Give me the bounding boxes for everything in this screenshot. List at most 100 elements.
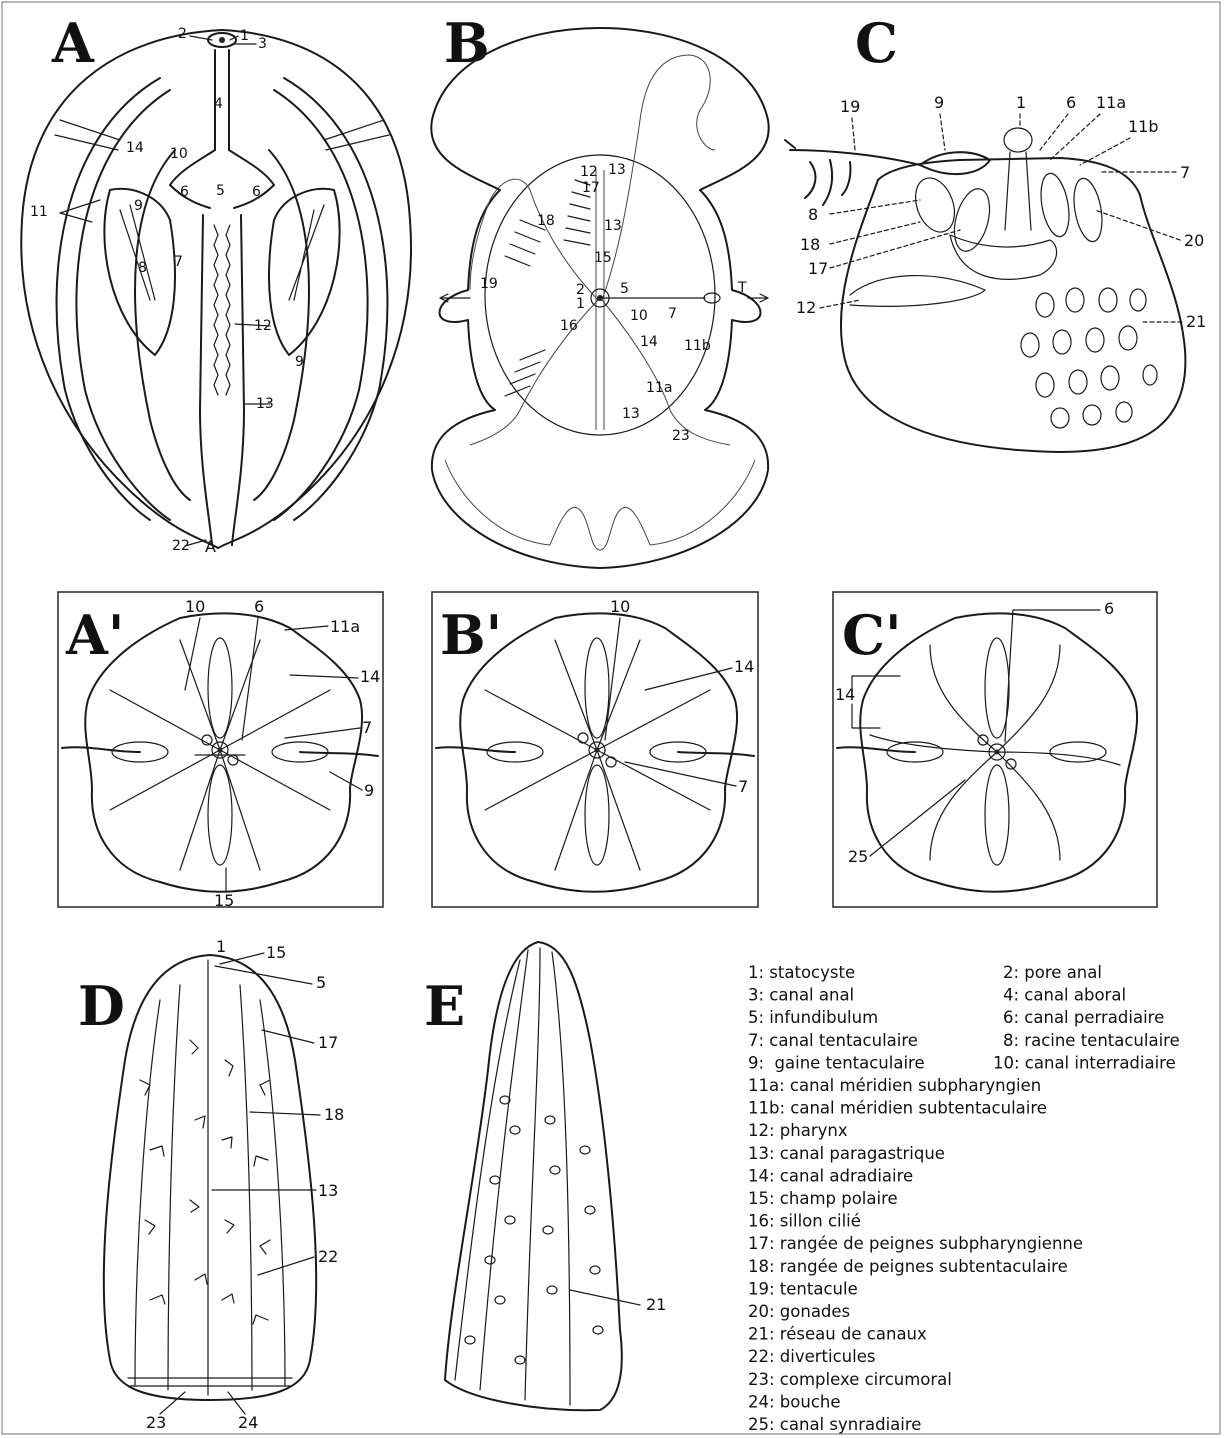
panel-b-prime: B' 10 14 7	[432, 592, 758, 907]
legend-item-1: 1: statocyste	[748, 963, 855, 982]
panel-a-prime-label-7: 7	[362, 718, 372, 737]
panel-a-letter: A	[51, 11, 95, 75]
panel-a-prime-label-9: 9	[364, 781, 374, 800]
panel-a-label-10: 10	[170, 146, 188, 162]
panel-c-gonad-2	[1070, 176, 1107, 244]
panel-d-diverticula	[140, 1040, 270, 1324]
panel-b-lobes-lower	[445, 460, 755, 550]
panel-d-circumoral-complex	[128, 1378, 292, 1386]
legend-item-19: 19: tentacule	[748, 1279, 858, 1298]
panel-b-label-13-bottom: 13	[622, 406, 640, 422]
legend-item-13: 13: canal paragastrique	[748, 1144, 945, 1163]
panel-c-label-12: 12	[796, 298, 816, 317]
panel-c-prime-label-6: 6	[1104, 599, 1114, 618]
panel-b-label-10: 10	[630, 308, 648, 324]
panel-a-label-6-left: 6	[180, 184, 189, 200]
panel-c-aboral-stem	[1005, 152, 1031, 230]
panel-a-pharynx-fold	[214, 225, 230, 395]
panel-b-prime-label-7: 7	[738, 777, 748, 796]
panel-b-prime-pharynx-lower	[585, 765, 609, 865]
panel-b-label-19: 19	[480, 276, 498, 292]
panel-b-label-5: 5	[620, 281, 629, 297]
legend-item-5: 5: infundibulum	[748, 1008, 878, 1027]
panel-a-label-4: 4	[214, 96, 223, 112]
legend-item-8: 8: racine tentaculaire	[1003, 1031, 1180, 1050]
panel-a-meridional-canals-left	[57, 78, 190, 520]
legend-item-22: 22: diverticules	[748, 1347, 875, 1366]
panel-c-gonad-1	[1037, 171, 1074, 239]
panel-b: B 12 13 17 18 15 19 2 1 5 10 16 7 T 14 1…	[431, 11, 768, 568]
panel-d: D 1 15 5 17 18 13 22 23 24	[78, 937, 344, 1432]
panel-a-label-6-right: 6	[252, 184, 261, 200]
panel-a-statocyst-center	[219, 37, 225, 43]
panel-c-prime: C' 6 14 25	[833, 592, 1157, 907]
panel-b-label-14: 14	[640, 334, 658, 350]
legend-item-7: 7: canal tentaculaire	[748, 1031, 918, 1050]
panel-a: A 2 1 3 4 5 6 6 14 10 11 9 7 8 12 9 13 2…	[21, 11, 411, 556]
legend-item-16: 16: sillon cilié	[748, 1212, 861, 1231]
panel-c-tentacle	[785, 140, 920, 205]
panel-c-label-20: 20	[1184, 231, 1204, 250]
panel-c-body-outline	[841, 158, 1185, 452]
panel-c-label-6: 6	[1066, 93, 1076, 112]
panel-e-label-21: 21	[646, 1295, 666, 1314]
panel-b-label-15: 15	[594, 250, 612, 266]
panel-c-label-1: 1	[1016, 93, 1026, 112]
panel-c-letter: C	[855, 11, 898, 75]
panel-b-label-23: 23	[672, 428, 690, 444]
legend-item-3: 3: canal anal	[748, 986, 854, 1005]
panel-a-label-5: 5	[216, 183, 225, 199]
legend-item-20: 20: gonades	[748, 1302, 850, 1321]
panel-b-label-16: 16	[560, 318, 578, 334]
panel-b-label-12: 12	[580, 164, 598, 180]
panel-d-label-1: 1	[216, 937, 226, 956]
legend-item-25: 25: canal synradiaire	[748, 1415, 921, 1434]
panel-b-label-7: 7	[668, 306, 677, 322]
legend-item-4: 4: canal aboral	[1003, 986, 1126, 1005]
panel-a-aboral-canal	[170, 50, 274, 185]
panel-a-label-14: 14	[126, 140, 144, 156]
panel-a-prime-label-14: 14	[360, 667, 380, 686]
panel-b-label-13-top: 13	[608, 162, 626, 178]
panel-a-label-3: 3	[258, 36, 267, 52]
panel-d-label-5: 5	[316, 973, 326, 992]
panel-b-prime-canals	[485, 640, 710, 870]
panel-a-label-2: 2	[178, 26, 187, 42]
panel-a-prime-label-10: 10	[185, 597, 205, 616]
panel-b-tentacle-bulb	[704, 293, 720, 303]
panel-a-prime: A' 10 6 11a 14 7 9 15	[58, 592, 383, 910]
legend-item-12: 12: pharynx	[748, 1121, 848, 1140]
panel-c-label-17: 17	[808, 259, 828, 278]
panel-a-tentacle-sheath-right	[269, 189, 340, 355]
panel-a-leaders	[60, 36, 270, 546]
legend-item-2: 2: pore anal	[1003, 963, 1102, 982]
legend-item-18: 18: rangée de peignes subtentaculaire	[748, 1257, 1068, 1276]
panel-a-label-1: 1	[240, 28, 249, 44]
panel-c-canal-network	[1021, 288, 1157, 428]
legend-item-6: 6: canal perradiaire	[1003, 1008, 1164, 1027]
panel-a-prime-canals	[110, 640, 330, 870]
panel-b-label-13-mid: 13	[604, 218, 622, 234]
panel-b-prime-leaders	[605, 618, 736, 786]
panel-d-label-17: 17	[318, 1033, 338, 1052]
panel-a-label-9-left: 9	[134, 198, 143, 214]
panel-e-letter: E	[424, 974, 465, 1038]
panel-c-label-9: 9	[934, 93, 944, 112]
panel-c-prime-label-25: 25	[848, 847, 868, 866]
panel-d-letter: D	[78, 974, 125, 1038]
legend-item-21: 21: réseau de canaux	[748, 1325, 927, 1344]
panel-b-prime-label-14: 14	[734, 657, 754, 676]
panel-c-leaders	[820, 114, 1182, 322]
panel-a-prime-pharynx-lower	[208, 765, 232, 865]
panel-a-label-11: 11	[30, 204, 48, 220]
panel-b-prime-pharynx-upper	[585, 638, 609, 738]
panel-c-label-11b: 11b	[1128, 117, 1159, 136]
panel-d-label-15: 15	[266, 943, 286, 962]
panel-b-prime-pore-1	[578, 733, 588, 743]
panel-d-label-18: 18	[324, 1105, 344, 1124]
legend-item-24: 24: bouche	[748, 1392, 841, 1411]
panel-a-prime-statocyst-center	[218, 748, 223, 753]
legend-item-10: 10: canal interradiaire	[993, 1053, 1176, 1072]
panel-a-prime-label-15: 15	[214, 891, 234, 910]
